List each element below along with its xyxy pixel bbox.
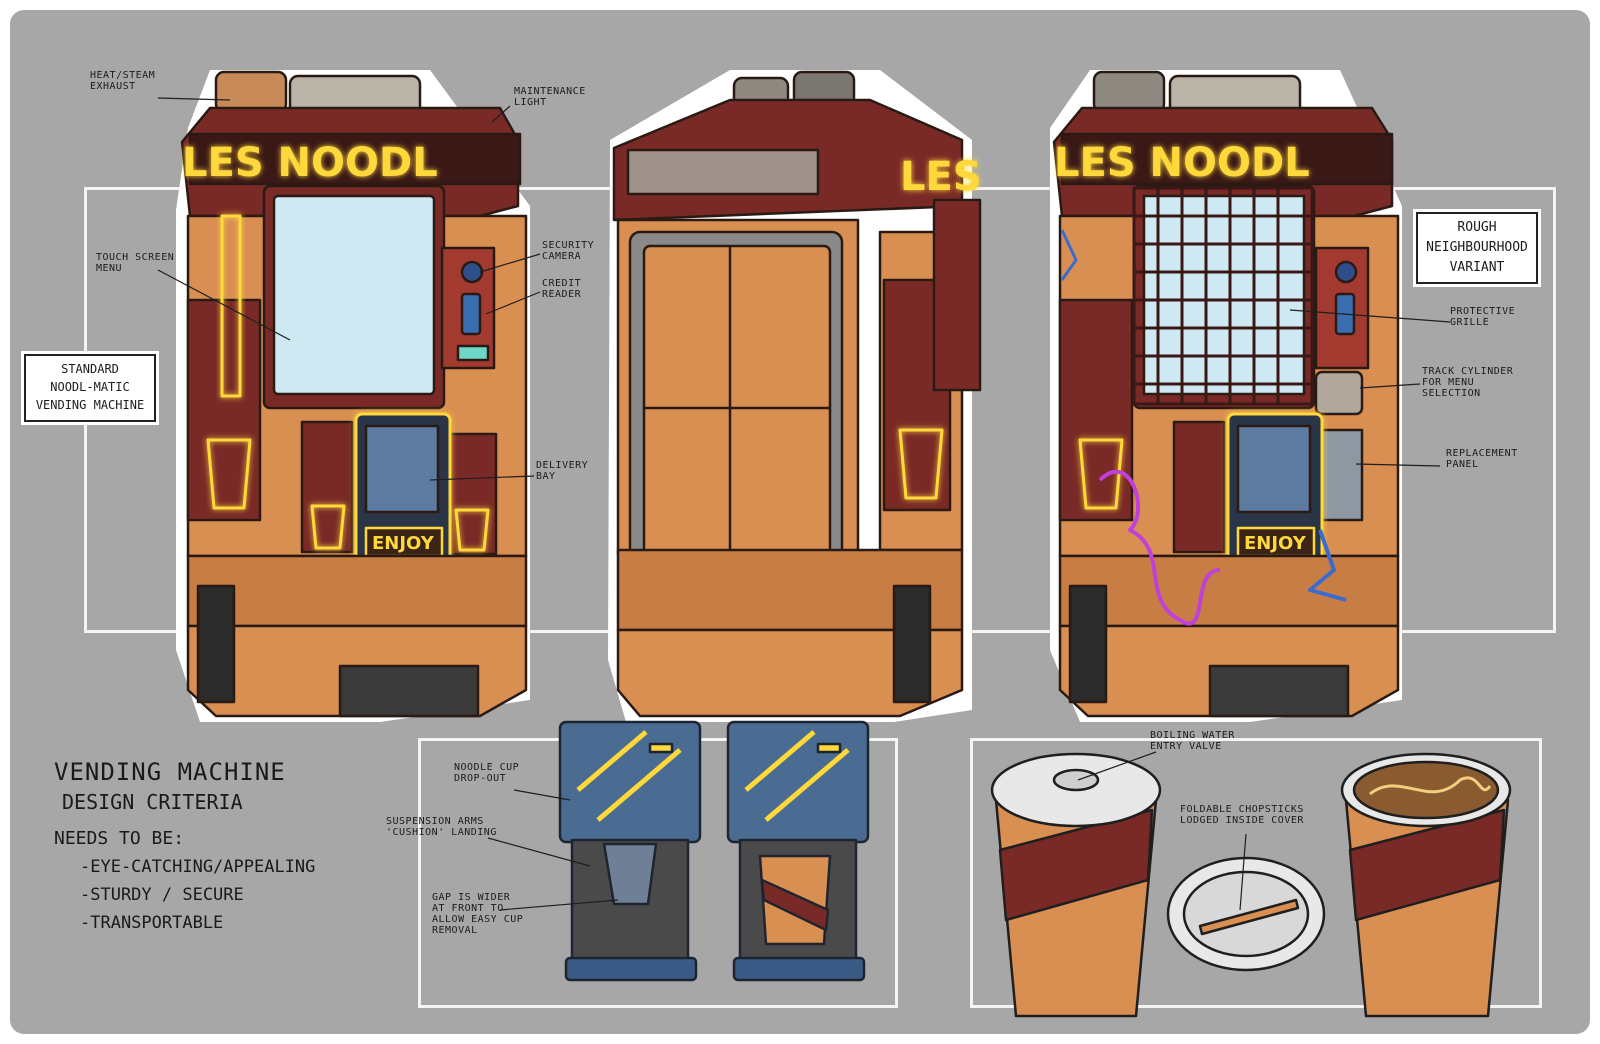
cup-dropout-mechanism: [558, 720, 870, 982]
rough-title-box: Rough Neighbourhood Variant: [1416, 212, 1538, 284]
open-noodle-cup: [1340, 752, 1512, 1018]
criteria-item-3: -Transportable: [80, 913, 224, 933]
rough-sign-text: LES NOODL: [1054, 140, 1310, 186]
protective-grille: [1132, 186, 1314, 406]
sealed-cup: [990, 752, 1162, 1018]
illustration-canvas: LES NOODL ENJOY: [157, 70, 1512, 1018]
front-sign-text: LES NOODL: [182, 140, 438, 186]
callout-credit-reader: Credit Reader: [542, 278, 582, 300]
criteria-subtitle: Needs to be:: [54, 828, 185, 849]
callout-touch-screen: Touch Screen Menu: [96, 252, 175, 274]
callout-protective-grille: Protective Grille: [1450, 306, 1516, 328]
rough-vending-machine: LES NOODL: [1050, 70, 1402, 722]
criteria-title-1: Vending Machine: [54, 758, 286, 786]
design-criteria: Vending Machine Design Criteria Needs to…: [54, 758, 384, 933]
chopstick-lid: [1166, 856, 1326, 972]
criteria-title-2: Design Criteria: [62, 790, 243, 814]
front-touch-screen[interactable]: [272, 194, 436, 396]
callout-boiling-water-valve: Boiling Water Entry Valve: [1150, 730, 1235, 752]
rough-enjoy-label: ENJOY: [1244, 533, 1307, 554]
callout-track-cylinder: Track Cylinder For Menu Selection: [1422, 366, 1514, 399]
side-vending-machine: LES: [608, 70, 982, 722]
cups-frame: [970, 738, 1542, 1008]
callout-security-camera: Security Camera: [542, 240, 595, 262]
callout-foldable-chopsticks: Foldable Chopsticks Lodged inside cover: [1180, 804, 1304, 826]
callout-leaders: [157, 97, 1451, 911]
callout-gap: Gap is wider at front to allow easy cup …: [432, 892, 524, 936]
mechanism-empty: [558, 720, 702, 982]
callout-suspension-arms: Suspension Arms 'Cushion' Landing: [386, 816, 497, 838]
callout-exhaust: Heat/Steam Exhaust: [90, 70, 156, 92]
concept-sheet: LES NOODL ENJOY: [10, 10, 1590, 1034]
front-vending-machine: LES NOODL ENJOY: [176, 70, 530, 722]
criteria-item-2: -Sturdy / Secure: [80, 885, 244, 905]
callout-replacement-panel: Replacement Panel: [1446, 448, 1518, 470]
noodle-cups: [990, 752, 1512, 1018]
front-enjoy-label: ENJOY: [372, 533, 435, 554]
callout-delivery-bay: Delivery Bay: [536, 460, 589, 482]
mechanism-with-cup: [726, 720, 870, 982]
callout-cup-dropout: Noodle Cup Drop-Out: [454, 762, 520, 784]
callout-maintenance-light: Maintenance Light: [514, 86, 586, 108]
standard-title-box: Standard Noodl-Matic Vending Machine: [24, 354, 156, 422]
side-sign-text: LES: [900, 154, 982, 200]
criteria-item-1: -Eye-Catching/Appealing: [80, 857, 316, 877]
